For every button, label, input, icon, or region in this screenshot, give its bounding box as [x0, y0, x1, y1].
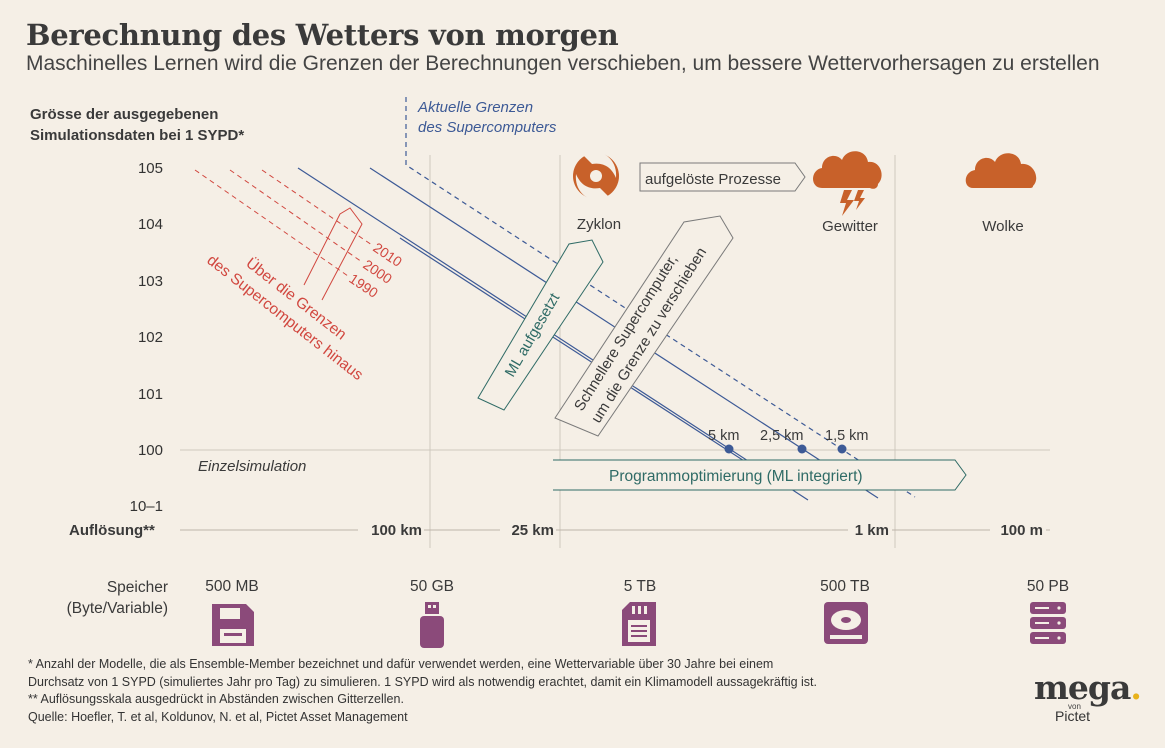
dot-5km — [724, 444, 734, 454]
footnote-line3: ** Auflösungsskala ausgedrückt in Abstän… — [28, 692, 404, 706]
y-axis-title-line2: Simulationsdaten bei 1 SYPD* — [30, 127, 245, 144]
storage-title-line2: (Byte/Variable) — [66, 600, 168, 617]
y-tick-102: 102 — [138, 329, 163, 346]
y-tick-103: 103 — [138, 273, 163, 290]
cyclone-icon — [573, 151, 619, 201]
label-5km: 5 km — [708, 428, 739, 444]
y-tick-104: 104 — [138, 216, 163, 233]
limit-line-3 — [399, 237, 773, 480]
y-tick-105: 105 — [138, 160, 163, 177]
year-labels: 2010 2000 1990 — [346, 239, 405, 301]
beyond-label-line2: des Supercomputers hinaus — [204, 252, 367, 384]
storage-label-50gb: 50 GB — [410, 578, 454, 595]
beyond-arrow — [303, 207, 363, 301]
resolution-labels: 5 km 2,5 km 1,5 km — [708, 428, 869, 444]
storage-icons — [212, 602, 1066, 648]
program-optimization-arrow — [553, 459, 967, 491]
floppy-disk-icon — [212, 604, 254, 646]
storage-label-50pb: 50 PB — [1026, 578, 1070, 595]
x-tick-25km: 25 km — [511, 522, 554, 539]
storage-title-line1: Speicher — [106, 579, 168, 596]
logo-dot: . — [1130, 668, 1141, 707]
storage-label-5tb: 5 TB — [623, 578, 657, 595]
x-axis-ticks: 100 km 25 km 1 km 100 m — [358, 520, 1046, 540]
footnote-line1: * Anzahl der Modelle, die als Ensemble-M… — [28, 657, 774, 671]
storage-label-500mb: 500 MB — [205, 578, 259, 595]
cloud-label: Wolke — [982, 218, 1023, 235]
resolution-markers — [724, 444, 847, 454]
logo-von: von — [1068, 702, 1081, 711]
program-optimization-label: Programmoptimierung (ML integriert) — [609, 468, 863, 485]
sd-card-icon — [622, 602, 656, 646]
page-subtitle: Maschinelles Lernen wird die Grenzen der… — [26, 52, 1100, 75]
footnote-line4: Quelle: Hoefler, T. et al, Koldunov, N. … — [28, 709, 408, 724]
cyclone-label: Zyklon — [577, 216, 621, 233]
historical-limit-lines — [194, 169, 373, 277]
current-limits-label: Aktuelle Grenzen des Supercomputers — [417, 99, 557, 136]
single-simulation-label: Einzelsimulation — [198, 458, 306, 475]
cloud-icon — [965, 153, 1037, 188]
y-axis-title-line1: Grösse der ausgegebenen — [30, 106, 219, 123]
x-tick-100km: 100 km — [371, 522, 422, 539]
storage-label-500tb: 500 TB — [820, 578, 870, 595]
limit-line-2000 — [229, 169, 363, 263]
dot-25km — [797, 444, 807, 454]
limit-line-2010 — [261, 169, 373, 246]
limit-line-1990 — [194, 169, 349, 277]
diagram: 105 104 103 102 101 100 10–1 Auflösung**… — [69, 97, 1050, 548]
faster-supercomputer-arrow — [554, 215, 734, 437]
current-limits-line1: Aktuelle Grenzen — [417, 99, 533, 116]
logo-brand: mega — [1034, 668, 1131, 707]
label-25km: 2,5 km — [760, 428, 804, 444]
logo-pictet: Pictet — [1055, 708, 1091, 724]
mega-logo: mega. — [1034, 668, 1142, 707]
x-tick-100m: 100 m — [1000, 522, 1043, 539]
current-limits-line2: des Supercomputers — [418, 119, 557, 136]
hard-drive-icon — [824, 602, 868, 644]
beyond-label: Über die Grenzen des Supercomputers hina… — [204, 252, 367, 384]
usb-stick-icon — [420, 602, 444, 648]
storage-title: Speicher (Byte/Variable) — [40, 577, 168, 619]
thunderstorm-icon — [813, 151, 882, 216]
ml-attached-arrow — [477, 239, 604, 411]
server-icon — [1030, 602, 1066, 644]
footnotes: * Anzahl der Modelle, die als Ensemble-M… — [28, 656, 817, 726]
dot-15km — [837, 444, 847, 454]
y-tick-101: 101 — [138, 386, 163, 403]
resolved-processes-label: aufgelöste Prozesse — [645, 171, 781, 188]
y-axis-ticks: 105 104 103 102 101 100 10–1 — [130, 160, 163, 515]
y-tick-10-1: 10–1 — [130, 498, 163, 515]
footnote-line2: Durchsatz von 1 SYPD (simuliertes Jahr p… — [28, 674, 817, 689]
current-limit-dashed-line — [405, 97, 916, 498]
x-axis-title: Auflösung** — [69, 522, 155, 539]
page-title: Berechnung des Wetters von morgen — [26, 18, 619, 52]
label-15km: 1,5 km — [825, 428, 869, 444]
x-tick-1km: 1 km — [855, 522, 889, 539]
resolved-processes-arrow — [639, 162, 806, 192]
y-tick-100: 100 — [138, 442, 163, 459]
y-axis-title: Grösse der ausgegebenen Simulationsdaten… — [30, 104, 244, 146]
thunderstorm-label: Gewitter — [822, 218, 878, 235]
